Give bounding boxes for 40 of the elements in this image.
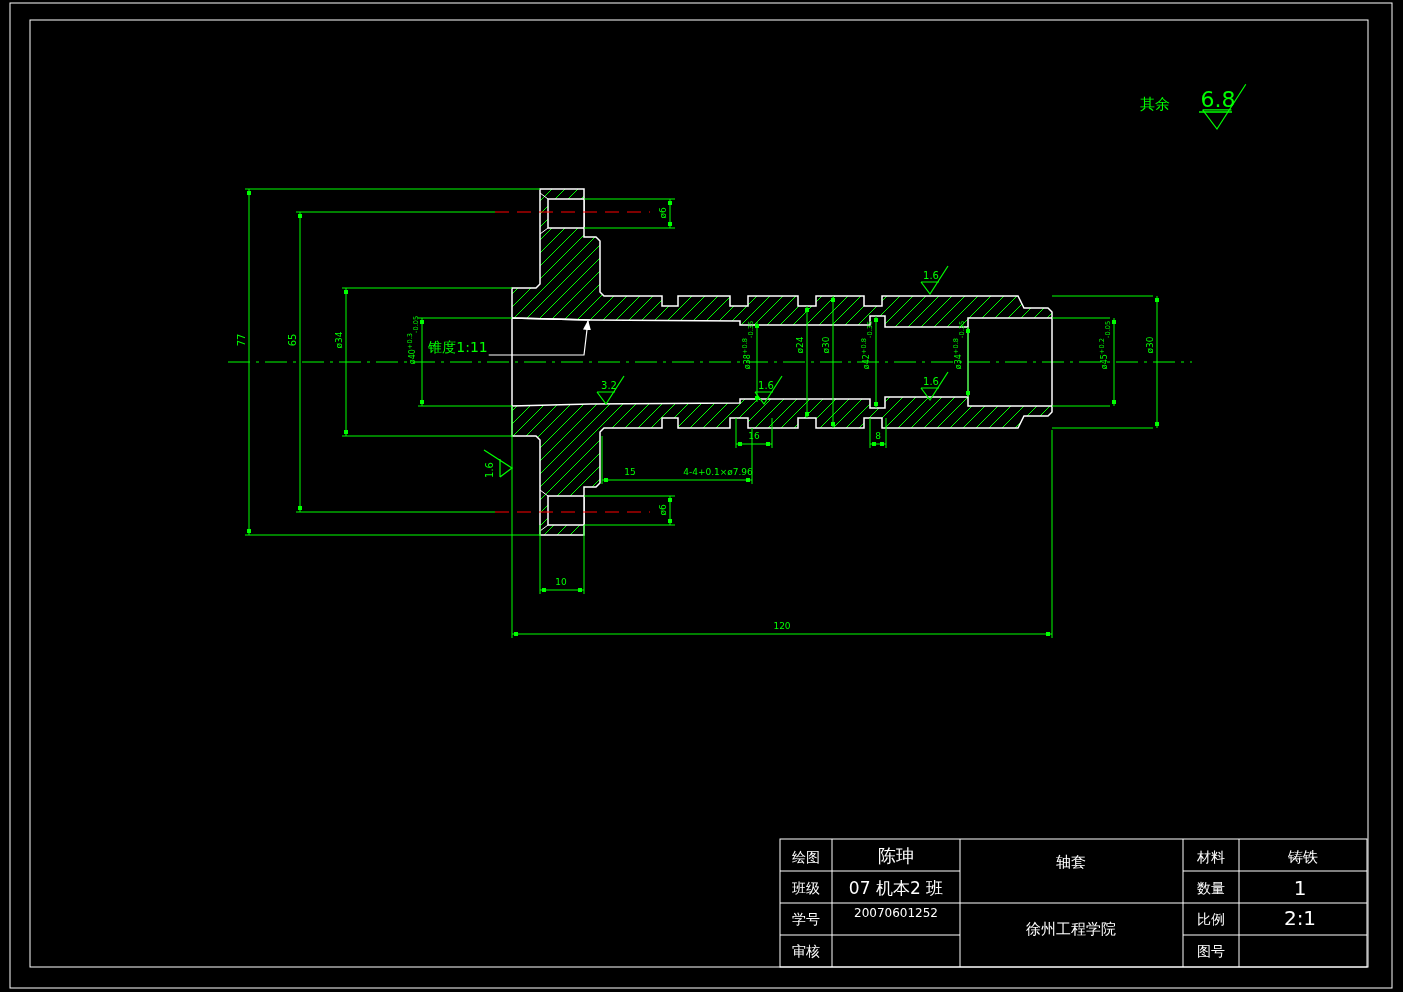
field-label: 数量 (1197, 881, 1225, 895)
dimension-text: ø34 (334, 331, 344, 349)
dimension-text: 4-4+0.1×ø7.96 (683, 467, 753, 477)
dimension-text: 8 (875, 431, 881, 441)
taper-surface-line (511, 317, 591, 321)
dimension-text: 10 (555, 577, 567, 587)
dimension-text: 16 (748, 431, 760, 441)
roughness-value: 1.6 (485, 462, 495, 478)
dimension-text: ø24 (795, 336, 805, 354)
field-label: 审核 (792, 944, 820, 958)
note-text: 其余 (1140, 96, 1170, 112)
field-value: 20070601252 (854, 907, 938, 919)
dimension-text: ø6 (658, 207, 668, 219)
field-label: 班级 (792, 881, 820, 895)
dimension-text: 77 (237, 333, 247, 347)
title-text: 轴套 (1056, 854, 1086, 870)
field-label: 材料 (1197, 850, 1225, 864)
roughness-value: 6.8 (1200, 89, 1236, 111)
dimension-text: ø6 (658, 504, 668, 516)
field-value: 铸铁 (1288, 849, 1318, 865)
dimension-text: ø30 (1145, 336, 1155, 354)
roughness-value: 3.2 (601, 381, 617, 391)
dimension-text: 15 (624, 467, 636, 477)
field-value: 2:1 (1283, 908, 1317, 928)
school-name: 徐州工程学院 (1026, 921, 1116, 937)
leader-line (488, 320, 591, 356)
field-label: 学号 (792, 912, 820, 926)
field-value: 陈珅 (878, 847, 914, 865)
field-value: 1 (1293, 878, 1307, 898)
dimension-text: 65 (288, 333, 298, 347)
taper-note: 锥度1:11 (428, 340, 488, 354)
roughness-value: 1.6 (923, 271, 939, 281)
field-value: 07 机本2 班 (848, 879, 944, 897)
roughness-value: 1.6 (923, 377, 939, 387)
field-label: 比例 (1197, 912, 1225, 926)
field-label: 图号 (1197, 944, 1225, 958)
dimension-text: ø30 (821, 336, 831, 354)
dimension-text: 120 (773, 621, 791, 631)
field-label: 绘图 (792, 850, 820, 864)
roughness-value: 1.6 (758, 381, 774, 391)
